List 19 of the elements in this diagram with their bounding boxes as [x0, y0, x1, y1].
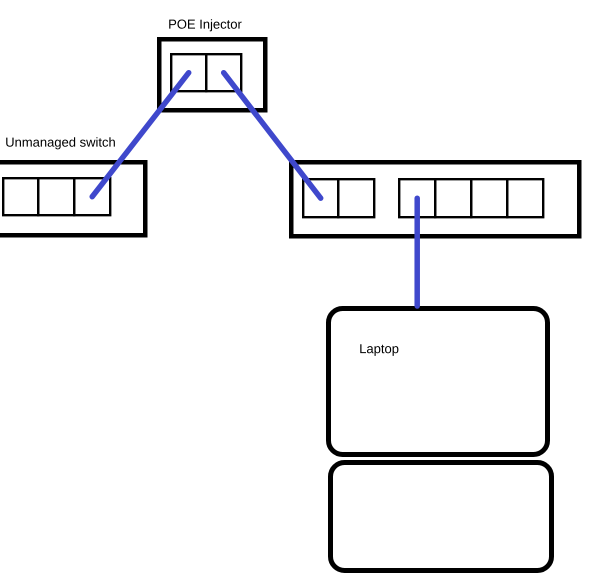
device-label: POE Injector — [169, 19, 242, 32]
cable-line — [414, 195, 420, 309]
port-box — [37, 177, 76, 216]
port-box — [337, 178, 376, 218]
port-box — [506, 178, 544, 218]
port-box — [73, 177, 112, 216]
port-box — [398, 178, 436, 218]
cable-line — [220, 70, 324, 201]
port-box — [170, 53, 208, 92]
port-box — [470, 178, 508, 218]
port-box — [434, 178, 472, 218]
device-label: Unmanaged switch — [6, 137, 115, 150]
device-label: Laptop — [360, 344, 398, 356]
port-box — [302, 178, 340, 218]
port-box — [2, 177, 40, 216]
cable-line — [89, 70, 192, 200]
device-box — [289, 160, 582, 238]
port-box — [205, 53, 242, 92]
laptop-box — [328, 460, 554, 573]
